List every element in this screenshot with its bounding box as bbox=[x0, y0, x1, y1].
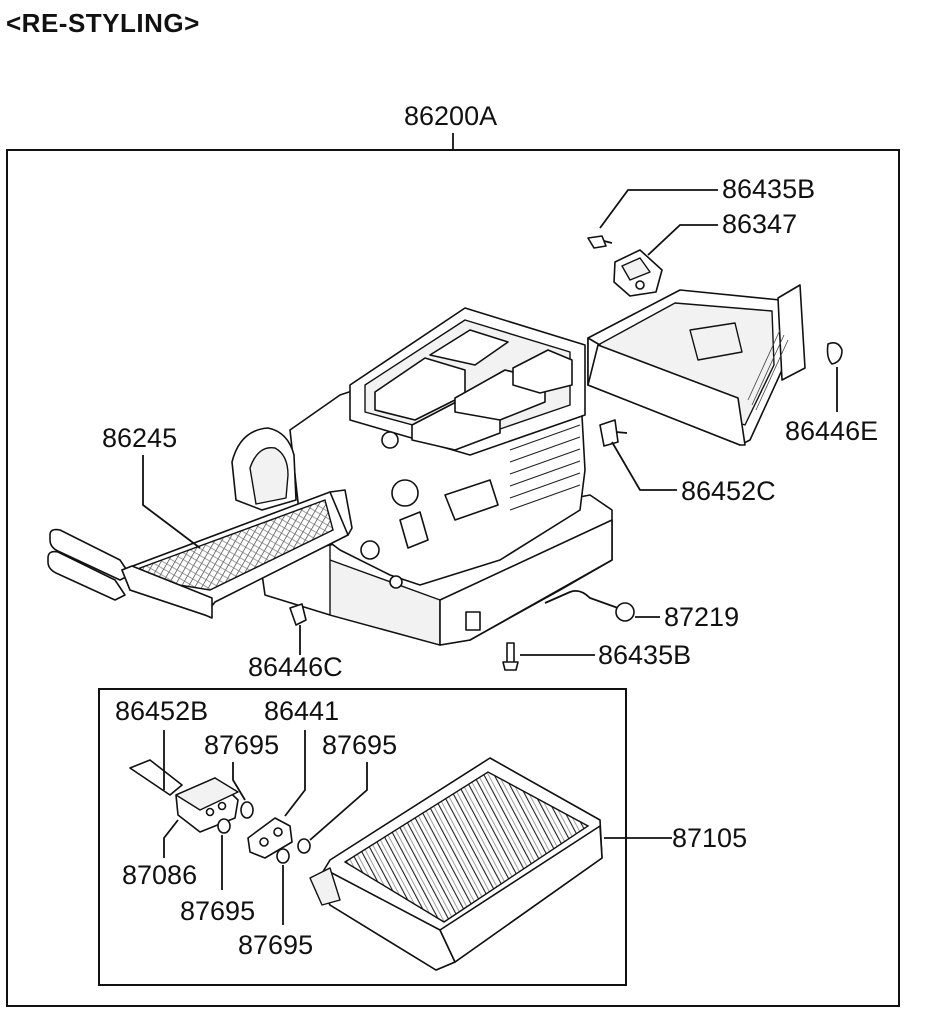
label-87086: 87086 bbox=[122, 860, 197, 890]
clip-c-bottom-part bbox=[289, 603, 307, 626]
sensor-part bbox=[544, 589, 635, 622]
label-86200a: 86200A bbox=[404, 101, 497, 131]
label-86245: 86245 bbox=[102, 423, 177, 453]
evaporator-subframe bbox=[98, 688, 627, 986]
label-86347: 86347 bbox=[722, 209, 797, 239]
label-86441: 86441 bbox=[264, 696, 339, 726]
label-86435b-bottom: 86435B bbox=[598, 640, 691, 670]
label-86446e: 86446E bbox=[785, 416, 878, 446]
leader-lines bbox=[142, 189, 838, 925]
label-87695-b: 87695 bbox=[322, 730, 397, 760]
o-ring-b-part bbox=[297, 838, 311, 854]
label-86452b: 86452B bbox=[115, 696, 208, 726]
heater-core-part bbox=[47, 489, 353, 619]
evaporator-part bbox=[309, 757, 603, 971]
label-87695-a: 87695 bbox=[204, 730, 279, 760]
label-87695-d: 87695 bbox=[238, 930, 313, 960]
label-86446c: 86446C bbox=[248, 652, 343, 682]
bracket-part bbox=[613, 249, 663, 297]
label-86452c: 86452C bbox=[681, 476, 776, 506]
o-ring-d-part bbox=[276, 848, 290, 864]
label-87219: 87219 bbox=[664, 602, 739, 632]
heater-unit-housing bbox=[231, 307, 613, 646]
clip-e-part bbox=[826, 342, 843, 365]
o-ring-c-part bbox=[217, 818, 231, 834]
air-duct-part bbox=[587, 284, 806, 446]
label-87695-c: 87695 bbox=[180, 896, 255, 926]
screw-bottom-part bbox=[502, 642, 519, 671]
valve-flange-part bbox=[247, 817, 293, 859]
screw-top-part bbox=[587, 235, 613, 249]
page-title: <RE-STYLING> bbox=[6, 8, 200, 38]
label-87105: 87105 bbox=[672, 823, 747, 853]
o-ring-a-part bbox=[240, 801, 254, 819]
clip-c-part bbox=[599, 419, 628, 447]
label-86435b-top: 86435B bbox=[722, 174, 815, 204]
